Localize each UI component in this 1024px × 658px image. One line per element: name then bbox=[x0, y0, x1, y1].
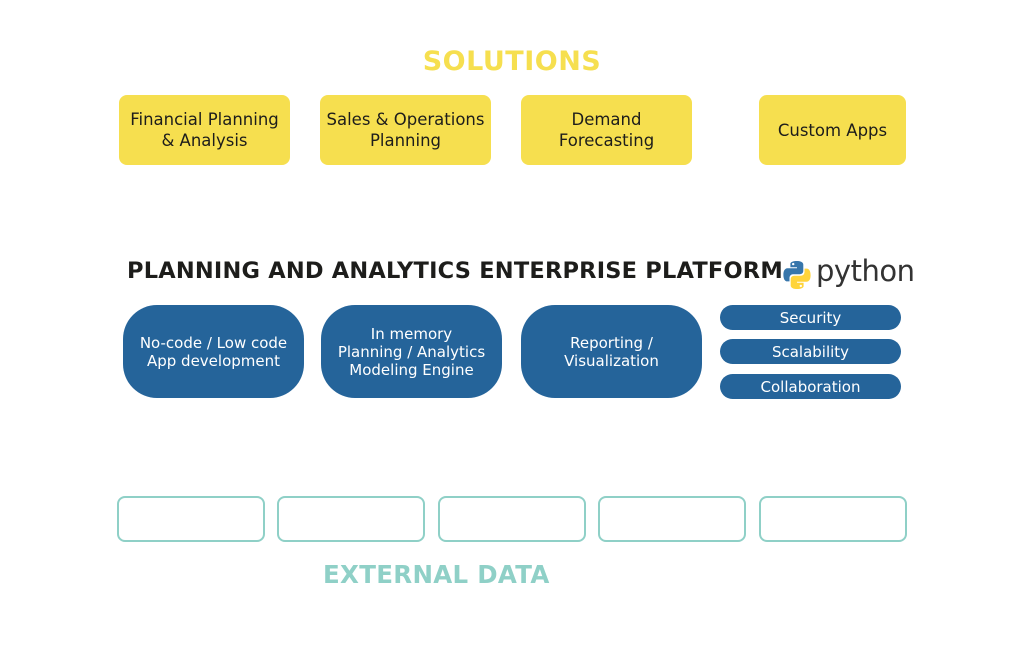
platform-title: PLANNING AND ANALYTICS ENTERPRISE PLATFO… bbox=[127, 258, 783, 284]
python-logo-icon bbox=[783, 261, 811, 289]
external-data-box bbox=[598, 496, 746, 542]
feature-collaboration: Collaboration bbox=[720, 374, 901, 399]
solution-custom-apps: Custom Apps bbox=[759, 95, 906, 165]
capability-modeling-engine: In memory Planning / Analytics Modeling … bbox=[321, 305, 502, 398]
external-data-box bbox=[117, 496, 265, 542]
external-data-title: EXTERNAL DATA bbox=[323, 560, 550, 589]
solution-demand-forecasting: Demand Forecasting bbox=[521, 95, 692, 165]
capability-reporting-visualization: Reporting / Visualization bbox=[521, 305, 702, 398]
external-data-box bbox=[438, 496, 586, 542]
solution-sales-operations: Sales & Operations Planning bbox=[320, 95, 491, 165]
feature-security: Security bbox=[720, 305, 901, 330]
solutions-title: SOLUTIONS bbox=[422, 46, 602, 77]
external-data-box bbox=[277, 496, 425, 542]
solution-financial-planning: Financial Planning & Analysis bbox=[119, 95, 290, 165]
python-wordmark: python bbox=[816, 254, 915, 288]
feature-scalability: Scalability bbox=[720, 339, 901, 364]
capability-no-code-app-dev: No-code / Low code App development bbox=[123, 305, 304, 398]
external-data-box bbox=[759, 496, 907, 542]
